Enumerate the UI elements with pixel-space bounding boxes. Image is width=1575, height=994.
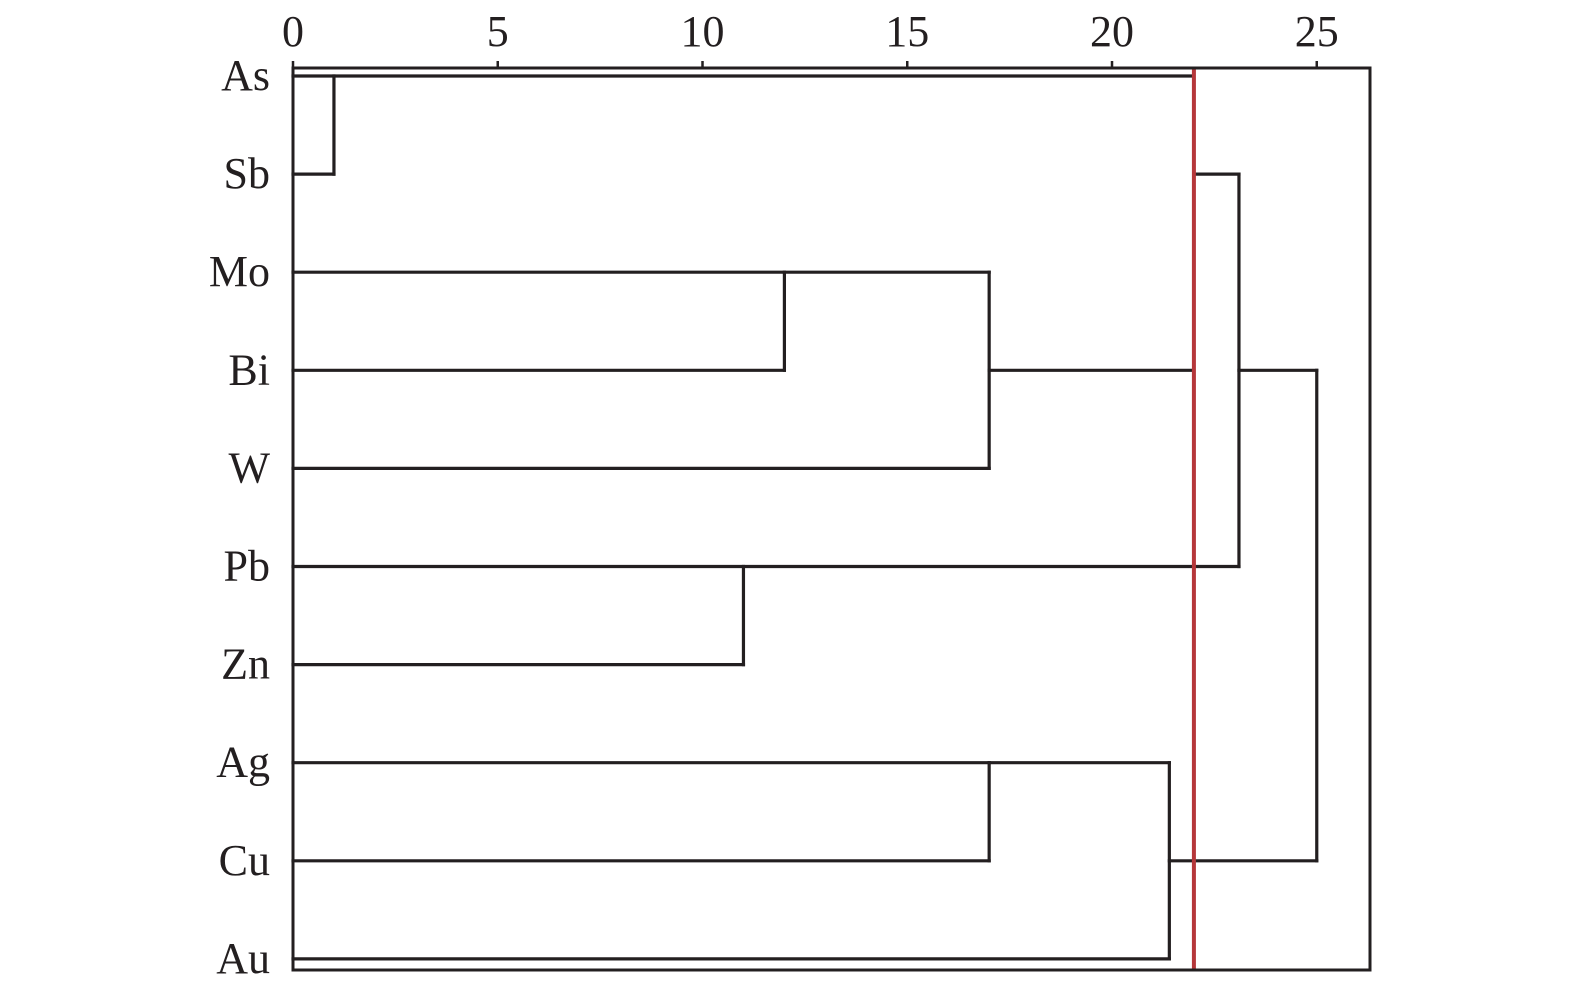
leaf-label-ag: Ag bbox=[216, 738, 270, 787]
leaf-label-as: As bbox=[221, 51, 270, 100]
x-tick-label: 0 bbox=[282, 7, 304, 56]
plot-frame bbox=[291, 66, 1372, 972]
leaf-label-pb: Pb bbox=[224, 542, 270, 591]
leaf-label-bi: Bi bbox=[228, 345, 270, 394]
x-tick-label: 15 bbox=[885, 7, 929, 56]
leaf-label-cu: Cu bbox=[219, 836, 270, 885]
x-tick-label: 25 bbox=[1295, 7, 1339, 56]
leaf-label-mo: Mo bbox=[209, 247, 270, 296]
x-axis: 0 5 10 15 20 25 bbox=[282, 7, 1339, 68]
x-tick-label: 10 bbox=[681, 7, 725, 56]
x-tick-label: 5 bbox=[487, 7, 509, 56]
leaf-label-au: Au bbox=[216, 934, 270, 983]
leaf-label-w: W bbox=[228, 443, 270, 492]
x-tick-label: 20 bbox=[1090, 7, 1134, 56]
dendrogram-links bbox=[291, 74, 1319, 961]
leaf-label-sb: Sb bbox=[224, 149, 270, 198]
leaf-label-zn: Zn bbox=[221, 640, 270, 689]
